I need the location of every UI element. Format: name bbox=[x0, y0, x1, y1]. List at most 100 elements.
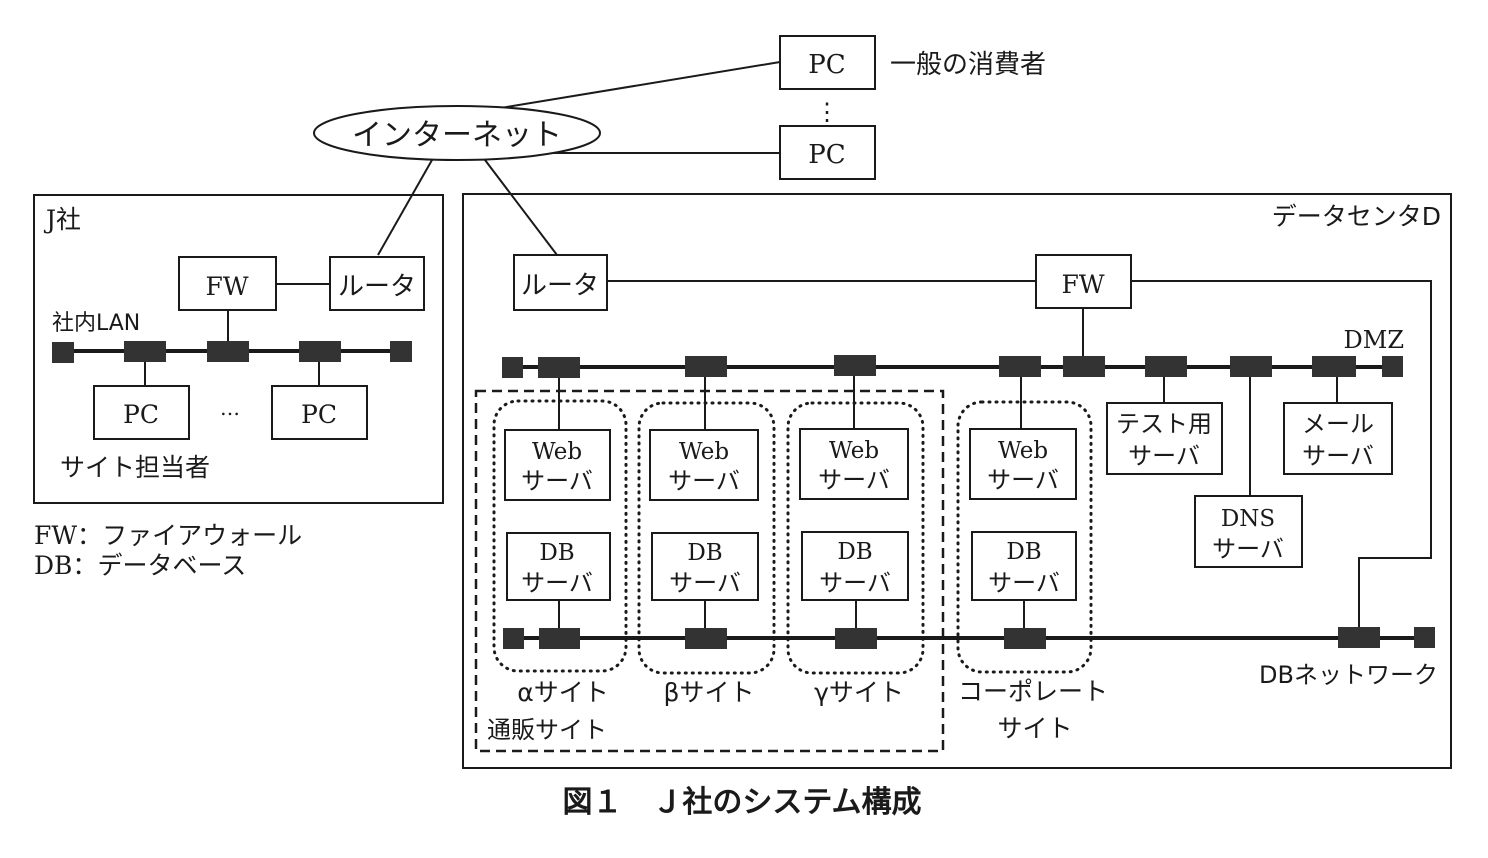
staff-pc-2 bbox=[271, 385, 368, 440]
datacenter-label: データセンタD bbox=[1272, 202, 1441, 231]
gamma-site-label: γサイト bbox=[814, 678, 904, 707]
alpha-site-group bbox=[492, 399, 628, 673]
legend-item-fw: FW：ファイアウォール bbox=[34, 521, 302, 550]
legend: FW：ファイアウォール DB：データベース bbox=[34, 521, 302, 580]
server-label: サーバ bbox=[819, 569, 891, 597]
j-router-label: ルータ bbox=[338, 272, 416, 302]
mail-order-label: 通販サイト bbox=[487, 716, 607, 744]
alpha-web-server bbox=[504, 429, 611, 501]
dc-fw-box bbox=[1035, 254, 1132, 309]
corporate-site-label-1: コーポレート bbox=[958, 677, 1108, 706]
consumer-pc-1-label: PC bbox=[808, 50, 845, 80]
dbnet-port bbox=[685, 628, 727, 649]
dc-fw-label: FW bbox=[1061, 270, 1104, 299]
mail-server bbox=[1283, 402, 1393, 475]
dbnet-terminator bbox=[503, 628, 524, 649]
internet-group: インターネット PC ⋮ PC 一般の消費者 bbox=[313, 35, 1046, 256]
j-lan-label: 社内LAN bbox=[52, 311, 140, 336]
dmz-port bbox=[538, 357, 580, 378]
consumer-pc-2 bbox=[779, 125, 876, 180]
consumer-pc-1 bbox=[779, 35, 876, 90]
datacenter-group: データセンタD ルータ FW DMZ 通販サイト bbox=[462, 193, 1452, 769]
consumer-ellipsis: ⋮ bbox=[815, 98, 839, 126]
legend-sep: ： bbox=[77, 521, 102, 550]
server-label: サーバ bbox=[521, 467, 593, 495]
dmz-port bbox=[1063, 356, 1105, 377]
server-label: Web bbox=[532, 439, 582, 465]
dmz-port bbox=[834, 355, 876, 376]
consumer-pc-2-label: PC bbox=[808, 140, 845, 170]
beta-site-label: βサイト bbox=[664, 678, 755, 707]
j-fw-box bbox=[178, 256, 277, 311]
internet-cloud bbox=[313, 105, 601, 161]
beta-site-group bbox=[637, 401, 776, 675]
beta-web-server bbox=[649, 429, 759, 501]
corporate-site-label-2: サイト bbox=[997, 714, 1072, 743]
dmz-port bbox=[685, 356, 727, 377]
lan-port bbox=[299, 341, 341, 362]
dbnet-port bbox=[835, 628, 877, 649]
legend-abbr: FW bbox=[34, 521, 77, 550]
legend-meaning: データベース bbox=[97, 551, 246, 580]
server-label: テスト用 bbox=[1116, 410, 1212, 438]
gamma-web-server bbox=[799, 428, 909, 500]
j-company-label: J社 bbox=[43, 205, 81, 234]
link-internet-j-router bbox=[377, 159, 433, 256]
link-internet-dc-router bbox=[484, 159, 558, 256]
beta-db-server bbox=[651, 532, 759, 601]
internet-label: インターネット bbox=[352, 118, 562, 153]
lan-port bbox=[207, 341, 249, 362]
server-label: Web bbox=[998, 438, 1048, 464]
server-label: サーバ bbox=[988, 569, 1060, 597]
j-company-group: J社 FW ルータ 社内LAN PC … PC サイト担当者 bbox=[33, 194, 444, 504]
staff-pc-1-label: PC bbox=[123, 400, 159, 429]
legend-abbr: DB bbox=[34, 551, 72, 580]
server-label: サーバ bbox=[1212, 535, 1284, 563]
server-label: DB bbox=[539, 540, 574, 566]
dc-router-label: ルータ bbox=[521, 271, 599, 301]
staff-label: サイト担当者 bbox=[60, 453, 210, 482]
corporate-web-server bbox=[969, 428, 1077, 500]
server-label: サーバ bbox=[818, 466, 890, 494]
server-label: DNS bbox=[1221, 506, 1275, 532]
j-fw-label: FW bbox=[205, 272, 248, 301]
server-label: DB bbox=[1006, 539, 1041, 565]
j-company-boundary bbox=[33, 194, 444, 504]
alpha-db-server bbox=[506, 532, 611, 601]
dbnet-port bbox=[539, 628, 580, 649]
server-label: サーバ bbox=[987, 466, 1059, 494]
server-label: Web bbox=[829, 438, 879, 464]
corporate-db-server bbox=[971, 531, 1077, 601]
staff-pc-1 bbox=[93, 385, 190, 440]
legend-item-db: DB：データベース bbox=[34, 551, 246, 580]
j-router-box bbox=[329, 256, 425, 311]
db-network-label: DBネットワーク bbox=[1259, 661, 1438, 689]
mail-order-boundary bbox=[474, 389, 945, 753]
dbnet-port bbox=[1338, 627, 1380, 648]
staff-ellipsis: … bbox=[220, 396, 240, 420]
gamma-site-group bbox=[786, 401, 925, 675]
dmz-port bbox=[1230, 356, 1272, 377]
corporate-site-group bbox=[956, 400, 1093, 674]
server-label: サーバ bbox=[1128, 442, 1200, 470]
test-server bbox=[1106, 402, 1223, 475]
dns-server bbox=[1194, 495, 1303, 568]
server-label: メール bbox=[1302, 410, 1374, 438]
dbnet-port bbox=[1004, 628, 1046, 649]
server-label: サーバ bbox=[1302, 442, 1374, 470]
dmz-terminator bbox=[1382, 356, 1403, 377]
lan-terminator bbox=[390, 341, 412, 362]
dbnet-terminator bbox=[1414, 627, 1435, 648]
link-internet-pc1 bbox=[469, 61, 781, 114]
staff-pc-2-label: PC bbox=[301, 400, 337, 429]
legend-meaning: ファイアウォール bbox=[102, 521, 302, 550]
dmz-port bbox=[1145, 356, 1187, 377]
dmz-terminator bbox=[502, 357, 523, 378]
alpha-site-label: αサイト bbox=[517, 678, 608, 707]
lan-port bbox=[124, 341, 166, 362]
datacenter-boundary bbox=[462, 193, 1452, 769]
dmz-port bbox=[1312, 356, 1356, 377]
dmz-port bbox=[999, 356, 1041, 377]
consumer-label: 一般の消費者 bbox=[890, 50, 1046, 80]
